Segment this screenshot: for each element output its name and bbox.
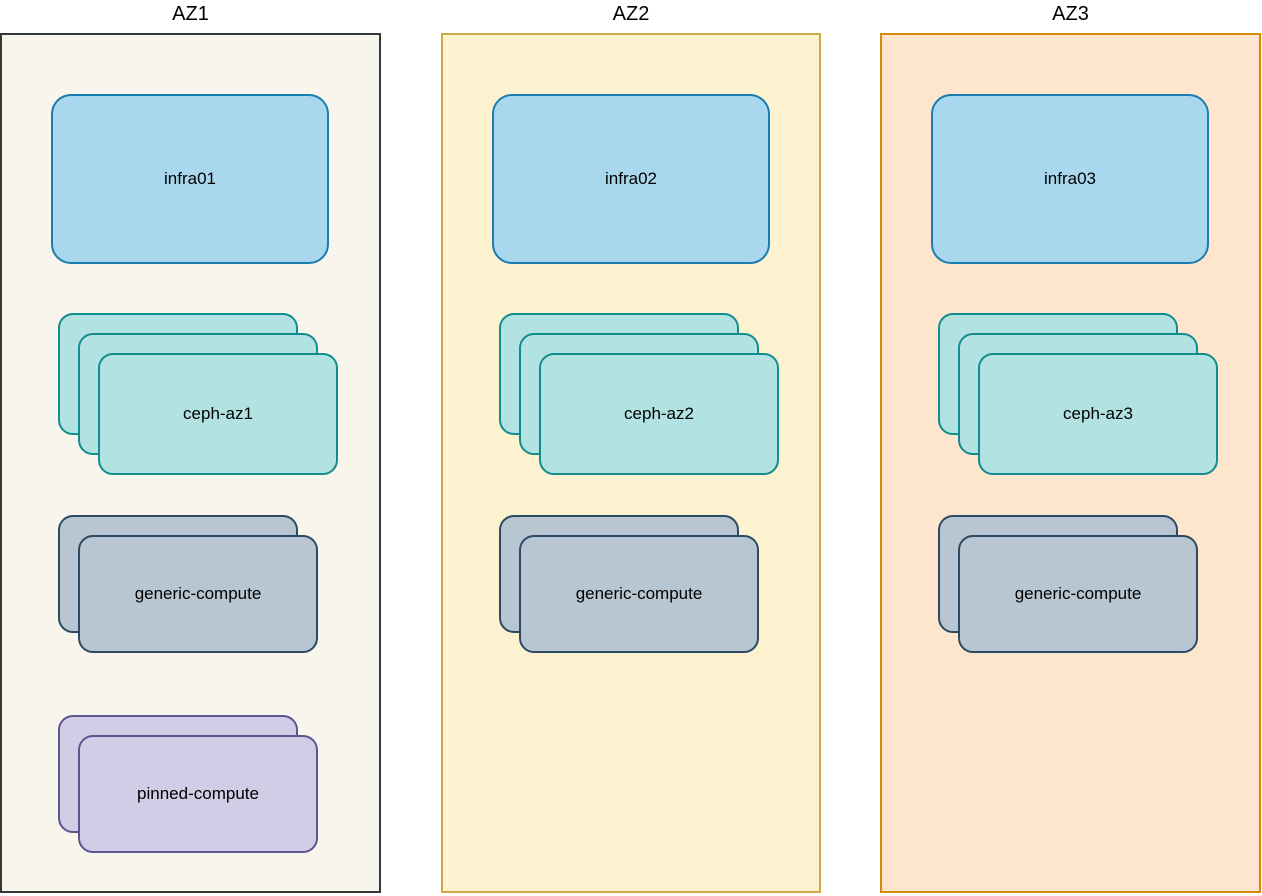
node-infra02-label: infra02 bbox=[605, 169, 657, 188]
stack-layer-front: pinned-compute bbox=[78, 735, 318, 853]
node-infra01: infra01 bbox=[51, 94, 329, 264]
stack-layer-front: generic-compute bbox=[958, 535, 1198, 653]
zone-az3-title: AZ3 bbox=[1052, 3, 1089, 25]
stack-layer-front: generic-compute bbox=[519, 535, 759, 653]
node-stack-generic-compute-az1: generic-compute bbox=[58, 515, 320, 655]
node-stack-generic-compute-az3: generic-compute bbox=[938, 515, 1200, 655]
node-stack-ceph-az3: ceph-az3 bbox=[938, 313, 1220, 477]
zone-az2-box: infra02 ceph-az2 generic-compute bbox=[441, 33, 821, 893]
node-generic-compute-az2-label: generic-compute bbox=[575, 584, 703, 603]
stack-layer-front: generic-compute bbox=[78, 535, 318, 653]
stack-layer-front: ceph-az1 bbox=[98, 353, 338, 475]
node-ceph-az2-label: ceph-az2 bbox=[624, 404, 694, 423]
node-ceph-az1-label: ceph-az1 bbox=[183, 404, 253, 423]
zone-az1-title: AZ1 bbox=[172, 3, 209, 25]
node-pinned-compute-az1-label: pinned-compute bbox=[137, 784, 259, 803]
stack-layer-front: ceph-az3 bbox=[978, 353, 1218, 475]
node-infra01-label: infra01 bbox=[164, 169, 216, 188]
zone-az2: AZ2 infra02 ceph-az2 generic-compute bbox=[441, 0, 821, 896]
node-infra02: infra02 bbox=[492, 94, 770, 264]
node-infra03-label: infra03 bbox=[1044, 169, 1096, 188]
node-generic-compute-az1-label: generic-compute bbox=[134, 584, 262, 603]
zone-az1: AZ1 infra01 ceph-az1 generic-compute bbox=[0, 0, 381, 896]
zone-az1-box: infra01 ceph-az1 generic-compute pinned-… bbox=[0, 33, 381, 893]
node-stack-generic-compute-az2: generic-compute bbox=[499, 515, 761, 655]
zone-az3-box: infra03 ceph-az3 generic-compute bbox=[880, 33, 1261, 893]
node-ceph-az3-label: ceph-az3 bbox=[1063, 404, 1133, 423]
zone-az3: AZ3 infra03 ceph-az3 generic-compute bbox=[880, 0, 1261, 896]
node-generic-compute-az3-label: generic-compute bbox=[1014, 584, 1142, 603]
zone-az2-title: AZ2 bbox=[612, 3, 650, 25]
node-infra03: infra03 bbox=[931, 94, 1209, 264]
node-stack-pinned-compute-az1: pinned-compute bbox=[58, 715, 320, 855]
node-stack-ceph-az2: ceph-az2 bbox=[499, 313, 781, 477]
stack-layer-front: ceph-az2 bbox=[539, 353, 779, 475]
node-stack-ceph-az1: ceph-az1 bbox=[58, 313, 340, 477]
